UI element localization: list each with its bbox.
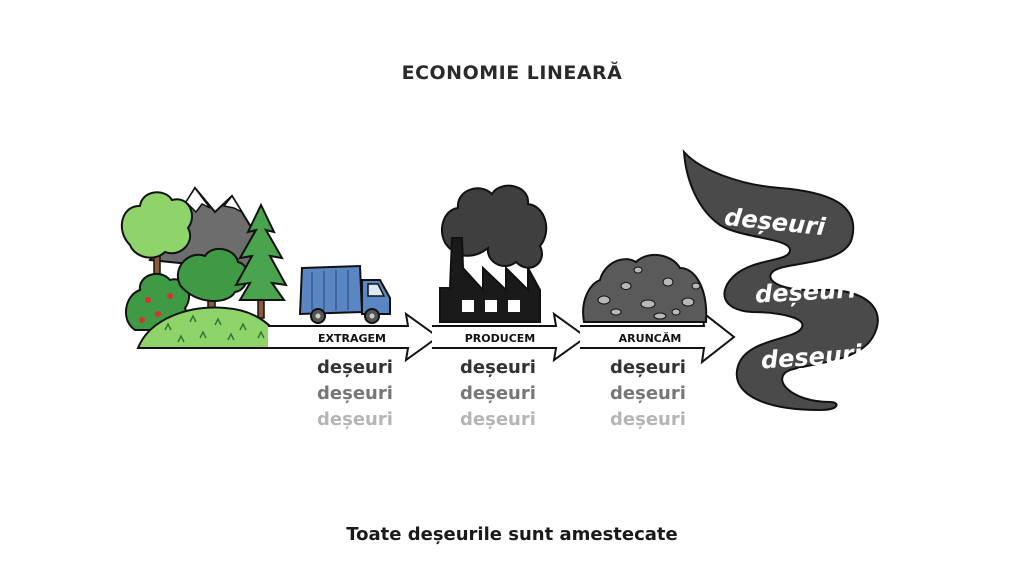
arrow-aruncam: [580, 309, 736, 365]
waste-text: deșeuri: [317, 357, 393, 378]
stage-label-extragem: EXTRAGEM: [318, 332, 386, 345]
truck-icon: [298, 264, 391, 324]
diagram-caption: Toate deșeurile sunt amestecate: [346, 524, 678, 545]
stage-label-aruncam: ARUNCĂM: [619, 332, 682, 345]
waste-blob-icon: [682, 149, 879, 412]
waste-text: deșeuri: [460, 357, 536, 378]
factory-icon: [439, 237, 541, 323]
smoke-icon: [440, 184, 548, 269]
waste-text: deșeuri: [317, 383, 393, 404]
stage-label-producem: PRODUCEM: [465, 332, 535, 345]
forest-icon: [120, 191, 288, 349]
waste-text: deșeuri: [460, 409, 536, 430]
waste-text: deșeuri: [610, 357, 686, 378]
diagram-title: ECONOMIE LINEARĂ: [401, 62, 623, 84]
blob-waste-text: deșeuri: [754, 275, 857, 308]
waste-text: deșeuri: [317, 409, 393, 430]
waste-text: deșeuri: [610, 409, 686, 430]
garbage-pile-icon: [582, 253, 708, 323]
blob-waste-text: deșeuri: [760, 339, 864, 374]
waste-text: deșeuri: [460, 383, 536, 404]
waste-text: deșeuri: [610, 383, 686, 404]
